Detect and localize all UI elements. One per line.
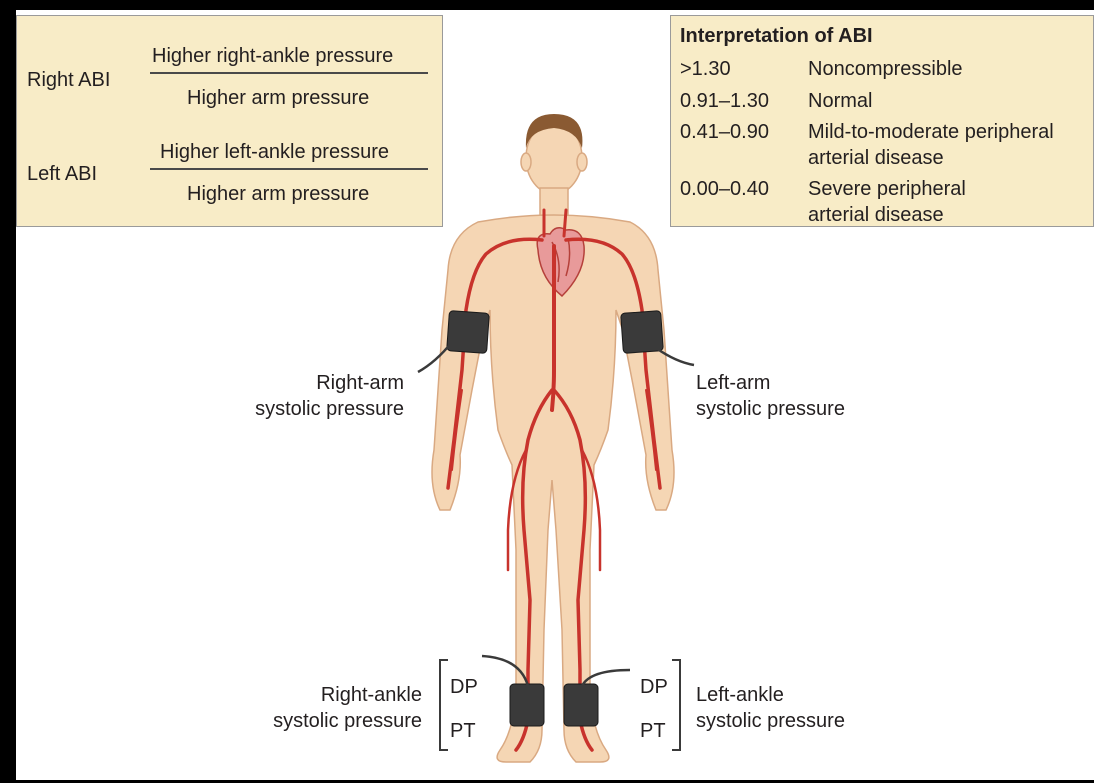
right-ankle-label-line1: Right-ankle	[236, 682, 422, 708]
right-ankle-cuff	[510, 684, 544, 726]
body-silhouette	[432, 122, 674, 762]
right-dp-label: DP	[450, 674, 478, 700]
left-arm-label-line2: systolic pressure	[696, 396, 845, 422]
human-figure-illustration	[16, 10, 1094, 780]
right-pt-label: PT	[450, 718, 476, 744]
right-arm-label-line2: systolic pressure	[224, 396, 404, 422]
left-arm-cuff	[621, 311, 664, 354]
diagram-canvas: Right ABI Higher right-ankle pressure Hi…	[16, 10, 1094, 780]
right-arm-label-line1: Right-arm	[224, 370, 404, 396]
left-arm-label-line1: Left-arm	[696, 370, 770, 396]
right-ankle-label-line2: systolic pressure	[236, 708, 422, 734]
left-ankle-label-line2: systolic pressure	[696, 708, 845, 734]
left-ankle-label-line1: Left-ankle	[696, 682, 784, 708]
right-arm-cuff	[447, 311, 490, 354]
left-pt-label: PT	[640, 718, 666, 744]
left-ankle-cuff	[564, 684, 598, 726]
left-dp-label: DP	[640, 674, 668, 700]
